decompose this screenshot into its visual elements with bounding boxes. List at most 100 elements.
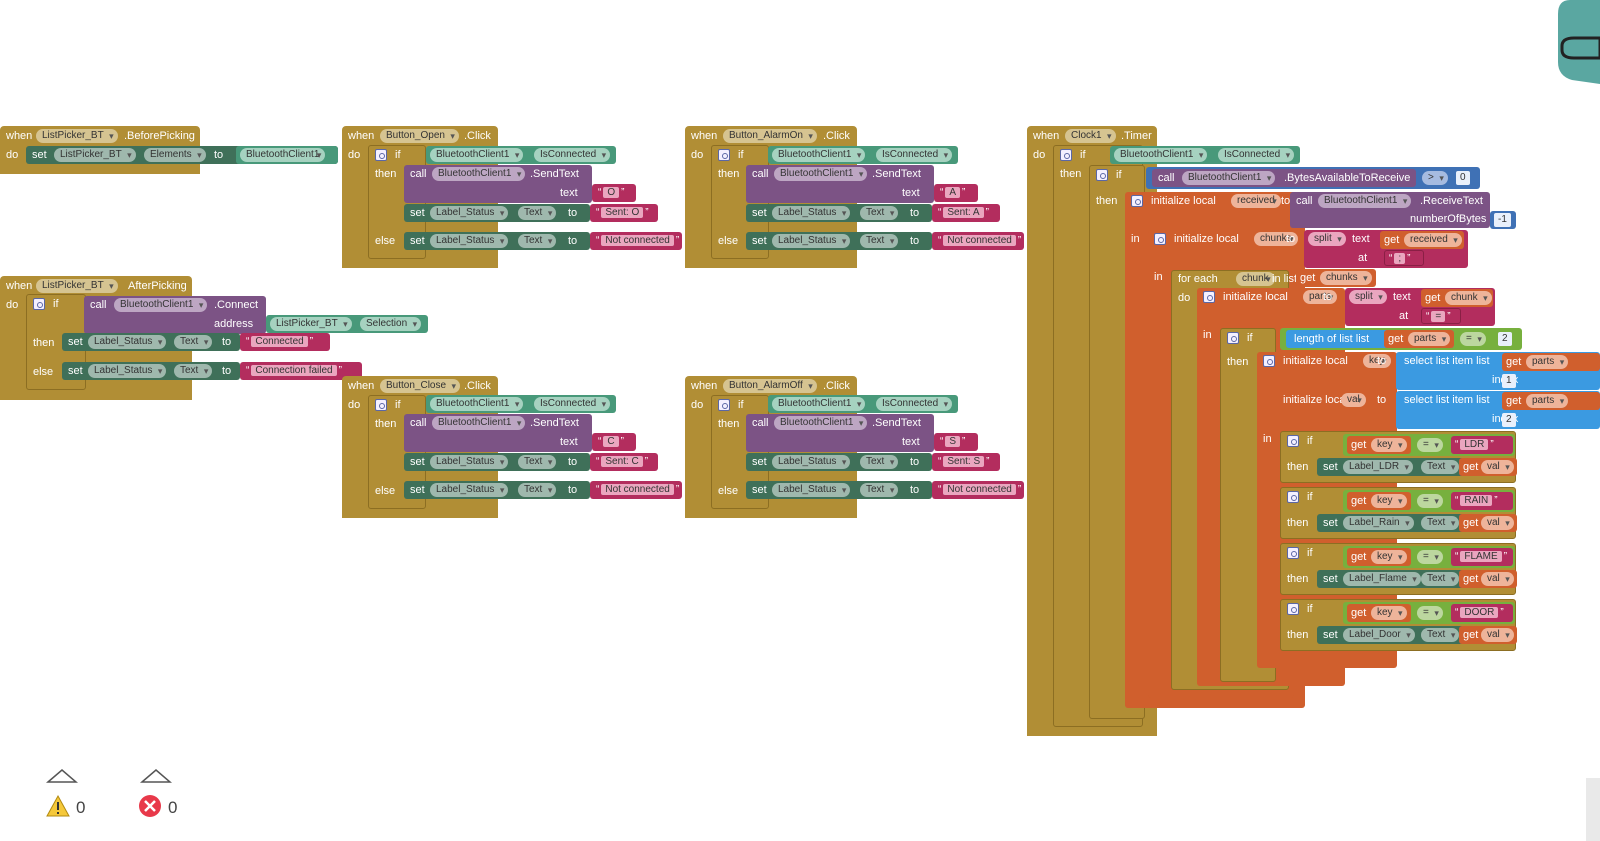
- component-dropdown[interactable]: ListPicker_BT: [54, 148, 136, 162]
- string-c[interactable]: “C”: [592, 433, 636, 451]
- compare-key-block[interactable]: get key = “LDR”: [1343, 434, 1515, 456]
- call-receivetext-block[interactable]: call BluetoothClient1 .ReceiveText numbe…: [1290, 192, 1490, 228]
- property-dropdown[interactable]: Text: [518, 234, 557, 248]
- string-sent-o[interactable]: “Sent: O”: [590, 204, 658, 222]
- property-dropdown[interactable]: Text: [518, 206, 557, 220]
- mutator-gear-icon[interactable]: [1287, 547, 1299, 559]
- get-key[interactable]: get key: [1347, 548, 1411, 566]
- string-not-connected[interactable]: “Not connected”: [590, 232, 682, 250]
- operator-dropdown[interactable]: =: [1417, 494, 1443, 508]
- warnings-toggle-icon[interactable]: [46, 768, 78, 784]
- property-dropdown[interactable]: IsConnected: [534, 148, 611, 162]
- set-status-failed[interactable]: set Label_Status Text to: [62, 362, 240, 380]
- get-key[interactable]: get key: [1347, 436, 1411, 454]
- variable-dropdown[interactable]: chunks: [1320, 271, 1372, 285]
- get-received[interactable]: get received: [1380, 231, 1464, 249]
- component-dropdown[interactable]: BluetoothClient1: [1318, 194, 1412, 208]
- set-flame-text[interactable]: set Label_Flame Text to: [1317, 570, 1503, 588]
- operator-dropdown[interactable]: =: [1417, 550, 1443, 564]
- set-status-notconnected[interactable]: set Label_Status Text to: [404, 232, 590, 250]
- mutator-gear-icon[interactable]: [1131, 195, 1143, 207]
- property-dropdown[interactable]: Text: [860, 234, 899, 248]
- split-dropdown[interactable]: split: [1308, 232, 1346, 246]
- set-rain-text[interactable]: set Label_Rain Text to: [1317, 514, 1503, 532]
- get-val[interactable]: get val: [1459, 570, 1517, 588]
- mutator-gear-icon[interactable]: [1154, 233, 1166, 245]
- variable-dropdown[interactable]: val: [1481, 628, 1514, 642]
- component-dropdown[interactable]: BluetoothClient1: [772, 397, 866, 411]
- set-status-sent[interactable]: set Label_Status Text to: [746, 204, 932, 222]
- property-dropdown[interactable]: IsConnected: [534, 397, 611, 411]
- set-status-sent[interactable]: set Label_Status Text to: [746, 453, 932, 471]
- operator-dropdown[interactable]: =: [1417, 606, 1443, 620]
- variable-name[interactable]: chunks: [1254, 232, 1298, 246]
- component-dropdown[interactable]: BluetoothClient1: [432, 167, 526, 181]
- if-rain-block[interactable]: if then get key = “RAIN” set Label_Rain …: [1280, 487, 1517, 539]
- mutator-gear-icon[interactable]: [1227, 332, 1239, 344]
- mutator-gear-icon[interactable]: [718, 149, 730, 161]
- component-dropdown[interactable]: Button_AlarmOff: [723, 379, 817, 393]
- variable-name[interactable]: key: [1363, 354, 1391, 368]
- variable-dropdown[interactable]: key: [1371, 550, 1407, 564]
- set-door-text[interactable]: set Label_Door Text to: [1317, 626, 1503, 644]
- split-block[interactable]: split text at get received “;”: [1304, 230, 1468, 268]
- if-flame-block[interactable]: if then get key = “FLAME” set Label_Flam…: [1280, 543, 1517, 595]
- string-connection-failed[interactable]: “Connection failed”: [240, 362, 362, 380]
- property-dropdown[interactable]: Elements: [144, 148, 206, 162]
- component-dropdown[interactable]: ListPicker_BT: [36, 129, 118, 143]
- trash-can-icon[interactable]: [1552, 0, 1600, 84]
- variable-dropdown[interactable]: key: [1371, 606, 1407, 620]
- variable-dropdown[interactable]: received: [1404, 233, 1462, 247]
- component-dropdown[interactable]: Label_Status: [772, 234, 851, 248]
- string-rain[interactable]: “RAIN”: [1451, 492, 1513, 510]
- errors-toggle-icon[interactable]: [140, 768, 172, 784]
- component-getter[interactable]: BluetoothClient1: [236, 146, 338, 164]
- variable-dropdown[interactable]: val: [1481, 516, 1514, 530]
- property-dropdown[interactable]: Text: [1421, 572, 1460, 586]
- variable-dropdown[interactable]: key: [1371, 438, 1407, 452]
- call-sendtext-block[interactable]: call BluetoothClient1 .SendText text: [746, 165, 934, 203]
- number-value[interactable]: 2: [1498, 332, 1512, 346]
- get-parts[interactable]: get parts: [1502, 392, 1600, 410]
- mutator-gear-icon[interactable]: [1096, 169, 1108, 181]
- property-dropdown[interactable]: Text: [860, 483, 899, 497]
- component-dropdown[interactable]: BluetoothClient1: [774, 416, 868, 430]
- variable-dropdown[interactable]: key: [1371, 494, 1407, 508]
- component-dropdown[interactable]: BluetoothClient1: [432, 416, 526, 430]
- component-dropdown[interactable]: Label_Status: [772, 455, 851, 469]
- set-status-notconnected[interactable]: set Label_Status Text to: [404, 481, 590, 499]
- component-dropdown[interactable]: BluetoothClient1: [1182, 171, 1276, 185]
- get-val[interactable]: get val: [1459, 458, 1517, 476]
- compare-key-block[interactable]: get key = “DOOR”: [1343, 602, 1515, 624]
- number-value[interactable]: 1: [1502, 374, 1516, 388]
- component-dropdown[interactable]: Label_Status: [430, 234, 509, 248]
- split-block[interactable]: split text at get chunk “=”: [1345, 288, 1495, 326]
- set-elements-block[interactable]: set ListPicker_BT Elements to BluetoothC…: [26, 146, 338, 164]
- string-not-connected[interactable]: “Not connected”: [932, 232, 1024, 250]
- property-dropdown[interactable]: Text: [518, 455, 557, 469]
- compare-gt-block[interactable]: call BluetoothClient1 .BytesAvailableToR…: [1146, 167, 1480, 189]
- property-dropdown[interactable]: Text: [860, 455, 899, 469]
- component-dropdown[interactable]: Label_LDR: [1343, 460, 1414, 474]
- component-dropdown[interactable]: Label_Status: [772, 206, 851, 220]
- component-dropdown[interactable]: Label_Status: [430, 483, 509, 497]
- string-equals[interactable]: “=”: [1421, 308, 1461, 324]
- component-dropdown[interactable]: Label_Door: [1343, 628, 1415, 642]
- get-key[interactable]: get key: [1347, 604, 1411, 622]
- number-value[interactable]: 2: [1502, 413, 1516, 427]
- string-sent-c[interactable]: “Sent: C”: [590, 453, 658, 471]
- operator-dropdown[interactable]: =: [1417, 438, 1443, 452]
- component-dropdown[interactable]: BluetoothClient1: [430, 397, 524, 411]
- split-dropdown[interactable]: split: [1349, 290, 1387, 304]
- property-dropdown[interactable]: Text: [1421, 460, 1460, 474]
- mutator-gear-icon[interactable]: [718, 399, 730, 411]
- component-dropdown[interactable]: Clock1: [1065, 129, 1116, 143]
- component-dropdown[interactable]: ListPicker_BT: [270, 317, 352, 331]
- component-dropdown[interactable]: BluetoothClient1: [114, 298, 208, 312]
- property-dropdown[interactable]: Text: [174, 364, 213, 378]
- listpicker-selection-getter[interactable]: ListPicker_BT Selection: [266, 315, 428, 333]
- call-sendtext-block[interactable]: call BluetoothClient1 .SendText text: [404, 414, 592, 452]
- variable-dropdown[interactable]: val: [1481, 572, 1514, 586]
- set-status-sent[interactable]: set Label_Status Text to: [404, 204, 590, 222]
- if-door-block[interactable]: if then get key = “DOOR” set Label_Door …: [1280, 599, 1517, 651]
